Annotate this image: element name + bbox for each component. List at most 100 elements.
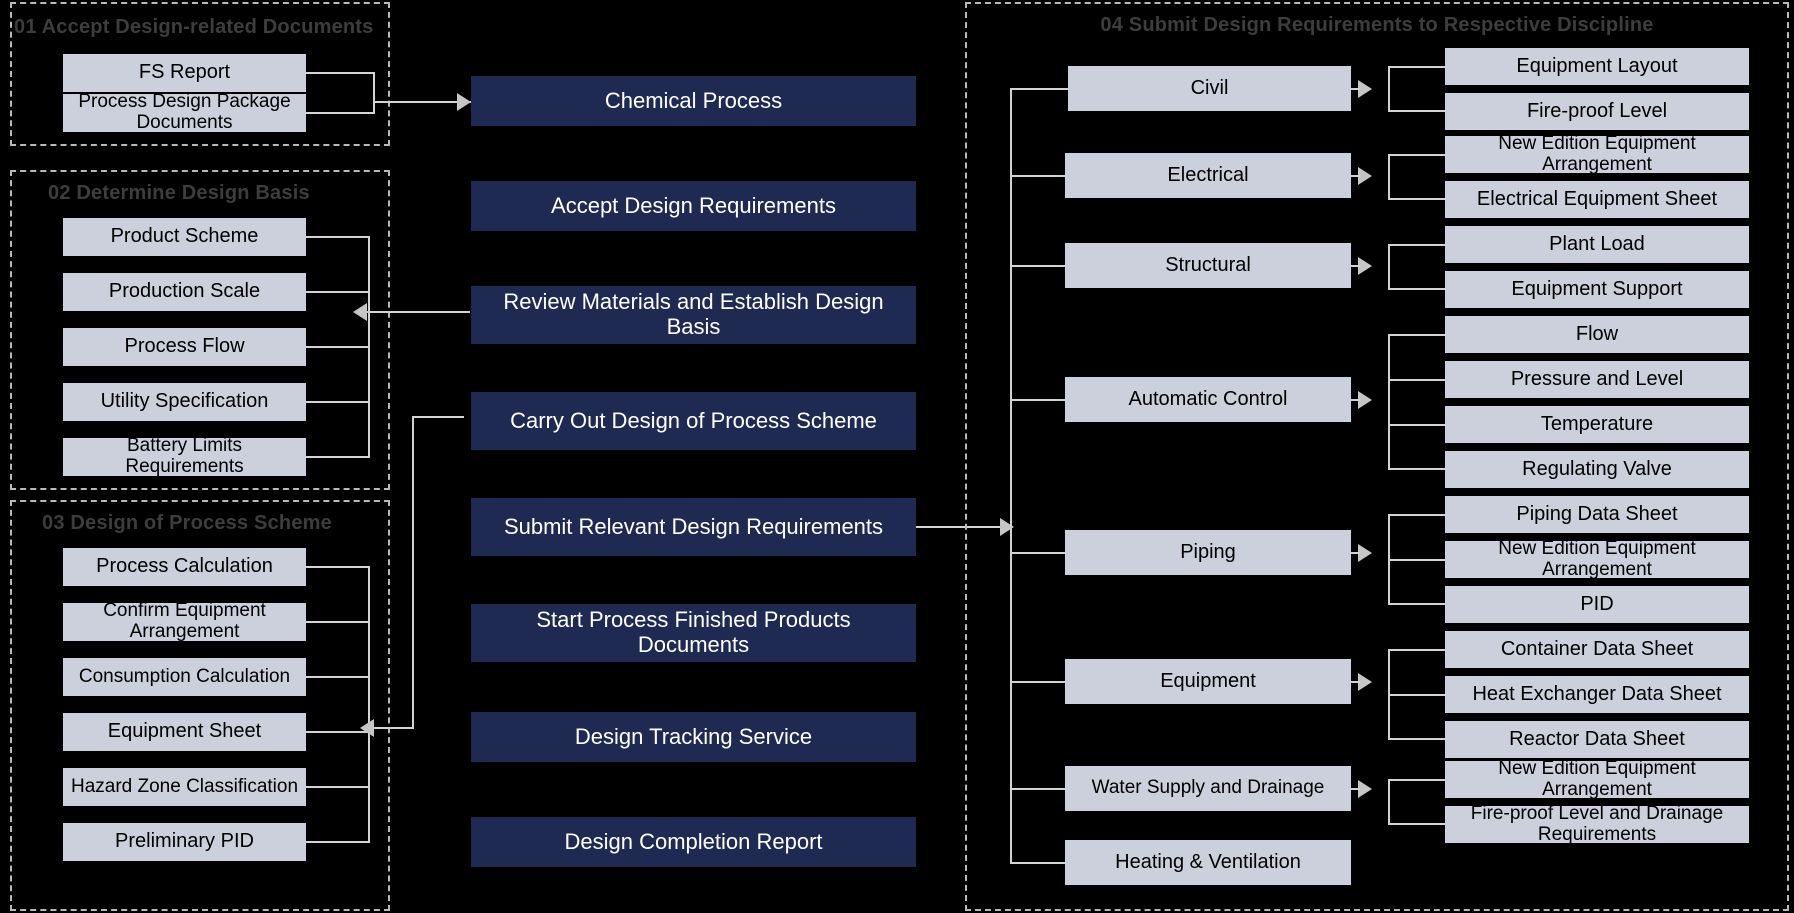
node-preliminary-pid[interactable]: Preliminary PID bbox=[63, 823, 306, 861]
node-process-calculation[interactable]: Process Calculation bbox=[63, 548, 306, 586]
connector-g02-3 bbox=[306, 346, 370, 348]
connector-g03-3 bbox=[306, 676, 370, 678]
deliverable-pressure-and-level[interactable]: Pressure and Level bbox=[1445, 361, 1749, 398]
group-box-01 bbox=[10, 2, 390, 146]
group-box-03 bbox=[10, 500, 390, 911]
connector-spine-heating bbox=[1010, 862, 1065, 864]
step-review-materials-establish-design-basis[interactable]: Review Materials and Establish Design Ba… bbox=[471, 286, 916, 344]
deliverable-new-edition-equipment-arrangement-electrical[interactable]: New Edition Equipment Arrangement bbox=[1445, 136, 1749, 173]
arrow-equipment bbox=[1358, 673, 1372, 691]
connector-g03-1 bbox=[306, 566, 370, 568]
bracket-electrical-spine bbox=[1388, 154, 1390, 199]
deliverable-fire-proof-level-and-drainage-requirements[interactable]: Fire-proof Level and Drainage Requiremen… bbox=[1445, 806, 1749, 843]
discipline-water-supply-and-drainage[interactable]: Water Supply and Drainage bbox=[1065, 766, 1351, 811]
deliverable-new-edition-equipment-arrangement-water[interactable]: New Edition Equipment Arrangement bbox=[1445, 761, 1749, 798]
node-process-flow[interactable]: Process Flow bbox=[63, 328, 306, 366]
bracket-water-1 bbox=[1388, 779, 1445, 781]
node-confirm-equipment-arrangement[interactable]: Confirm Equipment Arrangement bbox=[63, 603, 306, 641]
connector-g02-1 bbox=[306, 236, 370, 238]
connector-water-stub bbox=[1351, 788, 1360, 790]
node-consumption-calculation[interactable]: Consumption Calculation bbox=[63, 658, 306, 696]
bracket-equipment-2 bbox=[1388, 694, 1445, 696]
step-submit-relevant-design-requirements[interactable]: Submit Relevant Design Requirements bbox=[471, 498, 916, 556]
deliverable-container-data-sheet[interactable]: Container Data Sheet bbox=[1445, 631, 1749, 668]
step-chemical-process[interactable]: Chemical Process bbox=[471, 76, 916, 126]
bracket-civil-2 bbox=[1388, 110, 1445, 112]
step-carry-out-design-of-process-scheme[interactable]: Carry Out Design of Process Scheme bbox=[471, 392, 916, 450]
discipline-heating-and-ventilation[interactable]: Heating & Ventilation bbox=[1065, 840, 1351, 885]
connector-spine-automatic-control bbox=[1010, 399, 1065, 401]
bracket-piping-3 bbox=[1388, 603, 1445, 605]
discipline-piping[interactable]: Piping bbox=[1065, 530, 1351, 575]
connector-spine-electrical bbox=[1010, 175, 1065, 177]
arrow-to-g02-from-review bbox=[353, 303, 367, 321]
node-fs-report[interactable]: FS Report bbox=[63, 54, 306, 92]
arrow-structural bbox=[1358, 257, 1372, 275]
bracket-electrical-1 bbox=[1388, 154, 1445, 156]
connector-g01-spine bbox=[373, 72, 375, 114]
group-box-04 bbox=[965, 2, 1789, 911]
connector-g01-fs bbox=[306, 72, 374, 74]
connector-g01-out bbox=[373, 101, 471, 103]
deliverable-fire-proof-level[interactable]: Fire-proof Level bbox=[1445, 93, 1749, 130]
node-hazard-zone-classification[interactable]: Hazard Zone Classification bbox=[63, 768, 306, 806]
deliverable-reactor-data-sheet[interactable]: Reactor Data Sheet bbox=[1445, 721, 1749, 758]
bracket-ac-spine bbox=[1388, 334, 1390, 469]
step-design-tracking-service[interactable]: Design Tracking Service bbox=[471, 712, 916, 762]
discipline-equipment[interactable]: Equipment bbox=[1065, 659, 1351, 704]
deliverable-temperature[interactable]: Temperature bbox=[1445, 406, 1749, 443]
connector-carryout-down bbox=[412, 416, 414, 729]
deliverable-plant-load[interactable]: Plant Load bbox=[1445, 226, 1749, 263]
step-accept-design-requirements[interactable]: Accept Design Requirements bbox=[471, 181, 916, 231]
step-design-completion-report[interactable]: Design Completion Report bbox=[471, 817, 916, 867]
deliverable-regulating-valve[interactable]: Regulating Valve bbox=[1445, 451, 1749, 488]
deliverable-pid[interactable]: PID bbox=[1445, 586, 1749, 623]
connector-g03-spine bbox=[368, 566, 370, 843]
bracket-ac-4 bbox=[1388, 468, 1445, 470]
connector-civil-stub bbox=[1351, 88, 1360, 90]
connector-piping-stub bbox=[1351, 552, 1360, 554]
arrow-civil bbox=[1358, 80, 1372, 98]
deliverable-heat-exchanger-data-sheet[interactable]: Heat Exchanger Data Sheet bbox=[1445, 676, 1749, 713]
group-title-02: 02 Determine Design Basis bbox=[48, 182, 310, 204]
bracket-equipment-1 bbox=[1388, 649, 1445, 651]
node-battery-limits-requirements[interactable]: Battery Limits Requirements bbox=[63, 438, 306, 476]
node-process-design-package-documents[interactable]: Process Design Package Documents bbox=[63, 94, 306, 132]
connector-ac-stub bbox=[1351, 399, 1360, 401]
node-product-scheme[interactable]: Product Scheme bbox=[63, 218, 306, 256]
discipline-civil[interactable]: Civil bbox=[1068, 66, 1351, 111]
bracket-water-2 bbox=[1388, 823, 1445, 825]
connector-g03-2 bbox=[306, 621, 370, 623]
step-start-process-finished-products-documents[interactable]: Start Process Finished Products Document… bbox=[471, 604, 916, 662]
connector-spine-piping bbox=[1010, 552, 1065, 554]
node-utility-specification[interactable]: Utility Specification bbox=[63, 383, 306, 421]
connector-spine-water-supply bbox=[1010, 788, 1065, 790]
deliverable-electrical-equipment-sheet[interactable]: Electrical Equipment Sheet bbox=[1445, 181, 1749, 218]
bracket-water-spine bbox=[1388, 779, 1390, 824]
connector-g02-4 bbox=[306, 401, 370, 403]
discipline-automatic-control[interactable]: Automatic Control bbox=[1065, 377, 1351, 422]
bracket-ac-2 bbox=[1388, 379, 1445, 381]
deliverable-flow[interactable]: Flow bbox=[1445, 316, 1749, 353]
deliverable-piping-data-sheet[interactable]: Piping Data Sheet bbox=[1445, 496, 1749, 533]
node-equipment-sheet[interactable]: Equipment Sheet bbox=[63, 713, 306, 751]
connector-equipment-stub bbox=[1351, 681, 1360, 683]
deliverable-equipment-layout[interactable]: Equipment Layout bbox=[1445, 48, 1749, 85]
bracket-ac-1 bbox=[1388, 334, 1445, 336]
group-title-03: 03 Design of Process Scheme bbox=[42, 512, 332, 534]
deliverable-equipment-support[interactable]: Equipment Support bbox=[1445, 271, 1749, 308]
bracket-civil-spine bbox=[1388, 66, 1390, 111]
connector-g02-2 bbox=[306, 291, 370, 293]
arrow-g01-to-chemical-process bbox=[457, 93, 471, 111]
node-production-scale[interactable]: Production Scale bbox=[63, 273, 306, 311]
bracket-structural-spine bbox=[1388, 244, 1390, 289]
deliverable-new-edition-equipment-arrangement-piping[interactable]: New Edition Equipment Arrangement bbox=[1445, 541, 1749, 578]
arrow-piping bbox=[1358, 544, 1372, 562]
connector-g02-spine bbox=[368, 236, 370, 458]
discipline-electrical[interactable]: Electrical bbox=[1065, 153, 1351, 198]
bracket-piping-2 bbox=[1388, 559, 1445, 561]
group-box-02 bbox=[10, 170, 390, 490]
discipline-structural[interactable]: Structural bbox=[1065, 243, 1351, 288]
connector-g03-4 bbox=[306, 731, 370, 733]
